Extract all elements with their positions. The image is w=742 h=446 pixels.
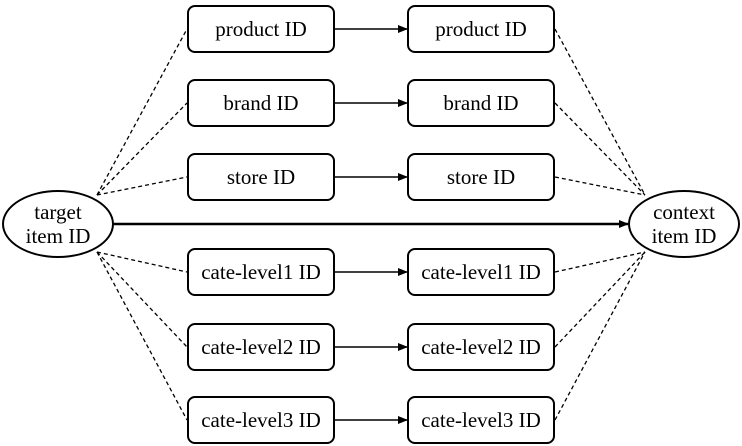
left-node-cate-level3: cate-level3 ID — [187, 396, 335, 444]
right-node-product: product ID — [407, 5, 555, 53]
dashed-link — [554, 176, 646, 196]
dashed-link — [96, 176, 188, 196]
left-node-cate-level2: cate-level2 ID — [187, 323, 335, 371]
dashed-link — [554, 251, 646, 348]
context-item-node: context item ID — [628, 190, 740, 258]
dashed-link — [96, 102, 188, 196]
left-node-store: store ID — [187, 153, 335, 201]
right-node-cate-level1: cate-level1 ID — [407, 248, 555, 296]
dashed-link — [554, 102, 646, 196]
dashed-link — [554, 251, 646, 273]
dashed-link — [96, 251, 188, 273]
right-node-brand: brand ID — [407, 79, 555, 127]
dashed-link — [554, 251, 646, 421]
column-arrows — [335, 25, 408, 424]
left-node-cate-level1: cate-level1 ID — [187, 248, 335, 296]
target-node-line1: target — [34, 200, 82, 224]
target-item-node: target item ID — [2, 190, 114, 258]
context-node-line1: context — [653, 200, 715, 224]
right-node-cate-level2: cate-level2 ID — [407, 323, 555, 371]
dashed-links-right — [554, 28, 646, 421]
dashed-link — [96, 251, 188, 348]
left-node-brand: brand ID — [187, 79, 335, 127]
target-node-line2: item ID — [25, 224, 91, 248]
left-node-product: product ID — [187, 5, 335, 53]
dashed-links-left — [96, 28, 188, 421]
context-node-line2: item ID — [651, 224, 717, 248]
dashed-link — [554, 28, 646, 196]
right-node-cate-level3: cate-level3 ID — [407, 396, 555, 444]
dashed-link — [96, 28, 188, 196]
dashed-link — [96, 251, 188, 421]
right-node-store: store ID — [407, 153, 555, 201]
